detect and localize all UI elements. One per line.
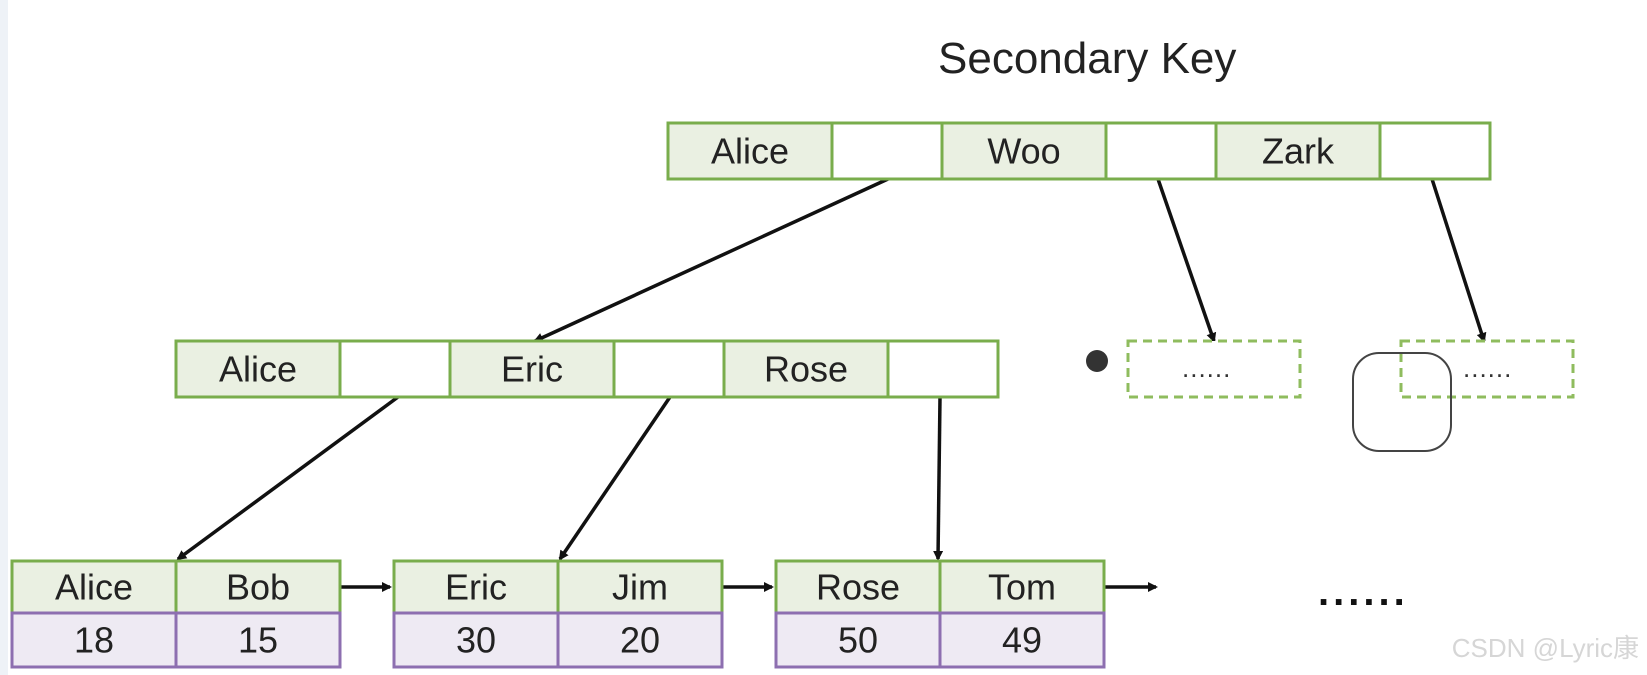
- internal-to-leaf-arrow: [176, 395, 400, 561]
- diagram-title: Secondary Key: [938, 34, 1237, 83]
- more-leaves-ellipsis: ......: [1318, 570, 1409, 614]
- root-node-pointer-cell: [1104, 121, 1218, 181]
- root-to-placeholder-arrow: [1156, 178, 1217, 343]
- watermark: CSDN @Lyric康: [1451, 633, 1639, 663]
- leaf-value-cell: [774, 611, 942, 669]
- internal-node-pointer-cell: [612, 339, 726, 399]
- leaf-key-label: Eric: [445, 567, 507, 608]
- cursor-highlight-box: [1352, 352, 1452, 452]
- internal-node-key-cell: [448, 339, 616, 399]
- root-node-key-cell: [666, 121, 834, 181]
- root-node-key-label: Zark: [1262, 131, 1335, 172]
- leaf-key-label: Jim: [612, 567, 668, 608]
- bullet-dot: [1086, 350, 1108, 372]
- root-node-key-cell: [940, 121, 1108, 181]
- leaf-value-cell: [556, 611, 724, 669]
- leaf-key-label: Bob: [226, 567, 290, 608]
- internal-to-leaf-arrow: [933, 396, 944, 561]
- root-to-internal-arrow: [533, 177, 889, 343]
- placeholder-node: [1126, 339, 1302, 399]
- leaf-key-label: Rose: [816, 567, 900, 608]
- internal-to-leaf-arrow: [558, 396, 672, 561]
- leaf-key-cell: [10, 559, 178, 615]
- internal-node-key-cell: [174, 339, 342, 399]
- internal-node-key-label: Alice: [219, 349, 297, 390]
- root-to-placeholder-arrow: [1430, 178, 1487, 343]
- leaf-value-label: 50: [838, 620, 878, 661]
- leaf-value-label: 30: [456, 620, 496, 661]
- internal-node-key-label: Rose: [764, 349, 848, 390]
- placeholder-node-label: ......: [1463, 353, 1513, 383]
- internal-node-key-cell: [722, 339, 890, 399]
- pointer-arrows: [176, 177, 1487, 592]
- root-node-pointer-cell: [830, 121, 944, 181]
- leaf-value-cell: [392, 611, 560, 669]
- root-node-key-label: Alice: [711, 131, 789, 172]
- leaf-value-label: 15: [238, 620, 278, 661]
- root-node-key-cell: [1214, 121, 1382, 181]
- placeholder-node-label: ......: [1182, 353, 1232, 383]
- leaf-key-cell: [938, 559, 1106, 615]
- leaf-value-label: 49: [1002, 620, 1042, 661]
- internal-node-pointer-cell: [886, 339, 1000, 399]
- placeholder-node: [1399, 339, 1575, 399]
- internal-node-pointer-cell: [338, 339, 452, 399]
- leaf-value-label: 18: [74, 620, 114, 661]
- internal-node-key-label: Eric: [501, 349, 563, 390]
- root-node-key-label: Woo: [987, 131, 1060, 172]
- leaf-key-label: Alice: [55, 567, 133, 608]
- root-node-pointer-cell: [1378, 121, 1492, 181]
- leaf-value-cell: [174, 611, 342, 669]
- leaf-value-cell: [938, 611, 1106, 669]
- leaf-value-label: 20: [620, 620, 660, 661]
- leaf-key-label: Tom: [988, 567, 1056, 608]
- page-edge-strip: [0, 0, 8, 675]
